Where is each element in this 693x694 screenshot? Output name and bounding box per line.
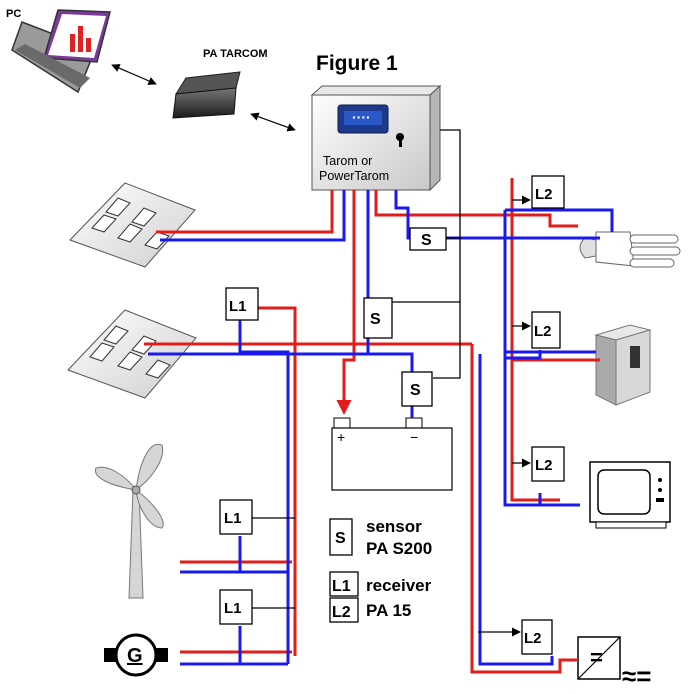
legend-sensor-model: PA S200: [366, 539, 432, 558]
legend-receiver-l1-symbol: [329, 571, 359, 597]
svg-text:L2: L2: [535, 186, 553, 203]
tarcom-device-icon: [172, 71, 241, 119]
figure-title: Figure 1: [316, 52, 398, 75]
pc-tarcom-link-arrow: [111, 64, 157, 85]
legend: S sensor PA S200 L1 L2 receiver PA 15: [329, 517, 432, 623]
sensor-box-battery: S: [401, 371, 433, 407]
legend-receiver-model: PA 15: [366, 601, 411, 620]
lamp-icon: [579, 231, 681, 268]
svg-text:L2: L2: [534, 323, 552, 340]
generator-icon: G: [104, 633, 168, 677]
ac-output-symbol: ≈=: [622, 661, 651, 689]
pc-label: PC: [6, 8, 21, 20]
battery-icon: + −: [331, 417, 453, 491]
positive-wires: [144, 178, 600, 674]
svg-text:S: S: [421, 232, 432, 249]
charge-controller: ···· Tarom or PowerTarom: [310, 84, 442, 192]
receiver-l1-wind: L1: [219, 499, 253, 535]
signal-lines: [252, 129, 531, 637]
svg-text:L1: L1: [229, 298, 247, 315]
sensor-box-load: S: [409, 227, 447, 251]
svg-text:=: =: [590, 645, 603, 670]
svg-text:····: ····: [352, 109, 371, 125]
receiver-l1-solar: L1: [225, 287, 259, 321]
controller-label-line2: PowerTarom: [319, 169, 389, 183]
battery-plus-label: +: [337, 429, 345, 445]
legend-sensor-title: sensor: [366, 517, 422, 536]
svg-text:L2: L2: [332, 604, 351, 621]
receiver-l1-generator: L1: [219, 589, 253, 625]
controller-label-line1: Tarom or: [323, 154, 372, 168]
tv-icon: [589, 461, 671, 529]
sensor-box-solar: S: [363, 297, 393, 339]
svg-text:G: G: [127, 645, 143, 667]
inverter-icon: = ≈=: [577, 636, 651, 691]
svg-text:L2: L2: [524, 630, 542, 647]
fridge-icon: [594, 324, 652, 406]
svg-text:L1: L1: [224, 600, 242, 617]
negative-wires: [148, 190, 614, 666]
svg-text:L1: L1: [332, 578, 351, 595]
tarcom-controller-link-arrow: [250, 112, 296, 132]
tarcom-label: PA TARCOM: [203, 48, 268, 60]
receiver-l2-lamp: L2: [531, 175, 565, 209]
svg-text:S: S: [335, 530, 346, 547]
receiver-l2-inverter: L2: [521, 619, 553, 655]
legend-sensor-symbol: [329, 518, 353, 556]
wind-turbine-icon: [95, 443, 164, 599]
svg-text:S: S: [370, 311, 381, 328]
receiver-l2-tv: L2: [531, 446, 565, 482]
svg-text:L2: L2: [535, 457, 553, 474]
laptop-icon: [11, 9, 111, 94]
svg-text:L1: L1: [224, 510, 242, 527]
legend-receiver-title: receiver: [366, 576, 432, 595]
battery-minus-label: −: [410, 429, 418, 445]
solar-panel-upper-icon: [69, 182, 196, 268]
receiver-l2-fridge: L2: [531, 311, 561, 349]
svg-text:S: S: [410, 382, 421, 399]
legend-receiver-l2-symbol: [329, 597, 359, 623]
solar-panel-lower-icon: [67, 309, 197, 399]
